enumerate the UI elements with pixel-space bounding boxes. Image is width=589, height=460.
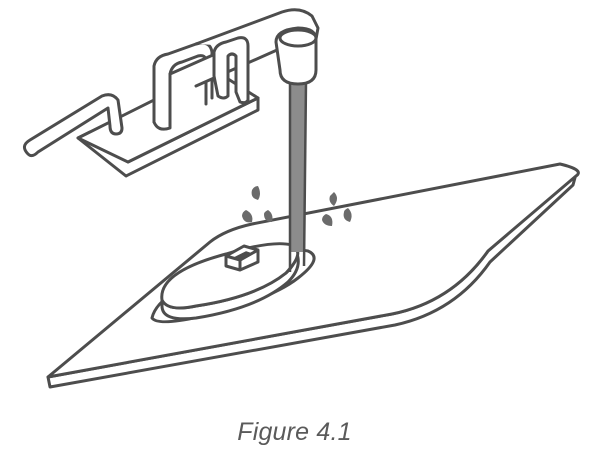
droplet-left-1 (251, 186, 260, 200)
faucet-icon (23, 8, 320, 178)
device-top (160, 242, 300, 310)
droplet-left-2 (242, 210, 253, 223)
water-stream-outline (288, 81, 308, 272)
droplet-right-2 (322, 214, 333, 226)
water-stream-icon (288, 81, 308, 272)
droplet-left-3 (264, 210, 273, 222)
board-icon (46, 162, 580, 389)
faucet-handle-left (23, 93, 124, 158)
faucet-handle-right (212, 36, 250, 105)
water-droplet-icon (242, 186, 352, 226)
figure-caption: Figure 4.1 (237, 418, 352, 446)
droplet-right-1 (329, 192, 337, 206)
droplet-right-3 (343, 208, 352, 222)
device-port (233, 251, 253, 262)
faucet-nozzle-top (278, 28, 318, 48)
board-top (46, 162, 580, 379)
water-stream-shade (290, 82, 306, 252)
device-icon (160, 242, 300, 321)
